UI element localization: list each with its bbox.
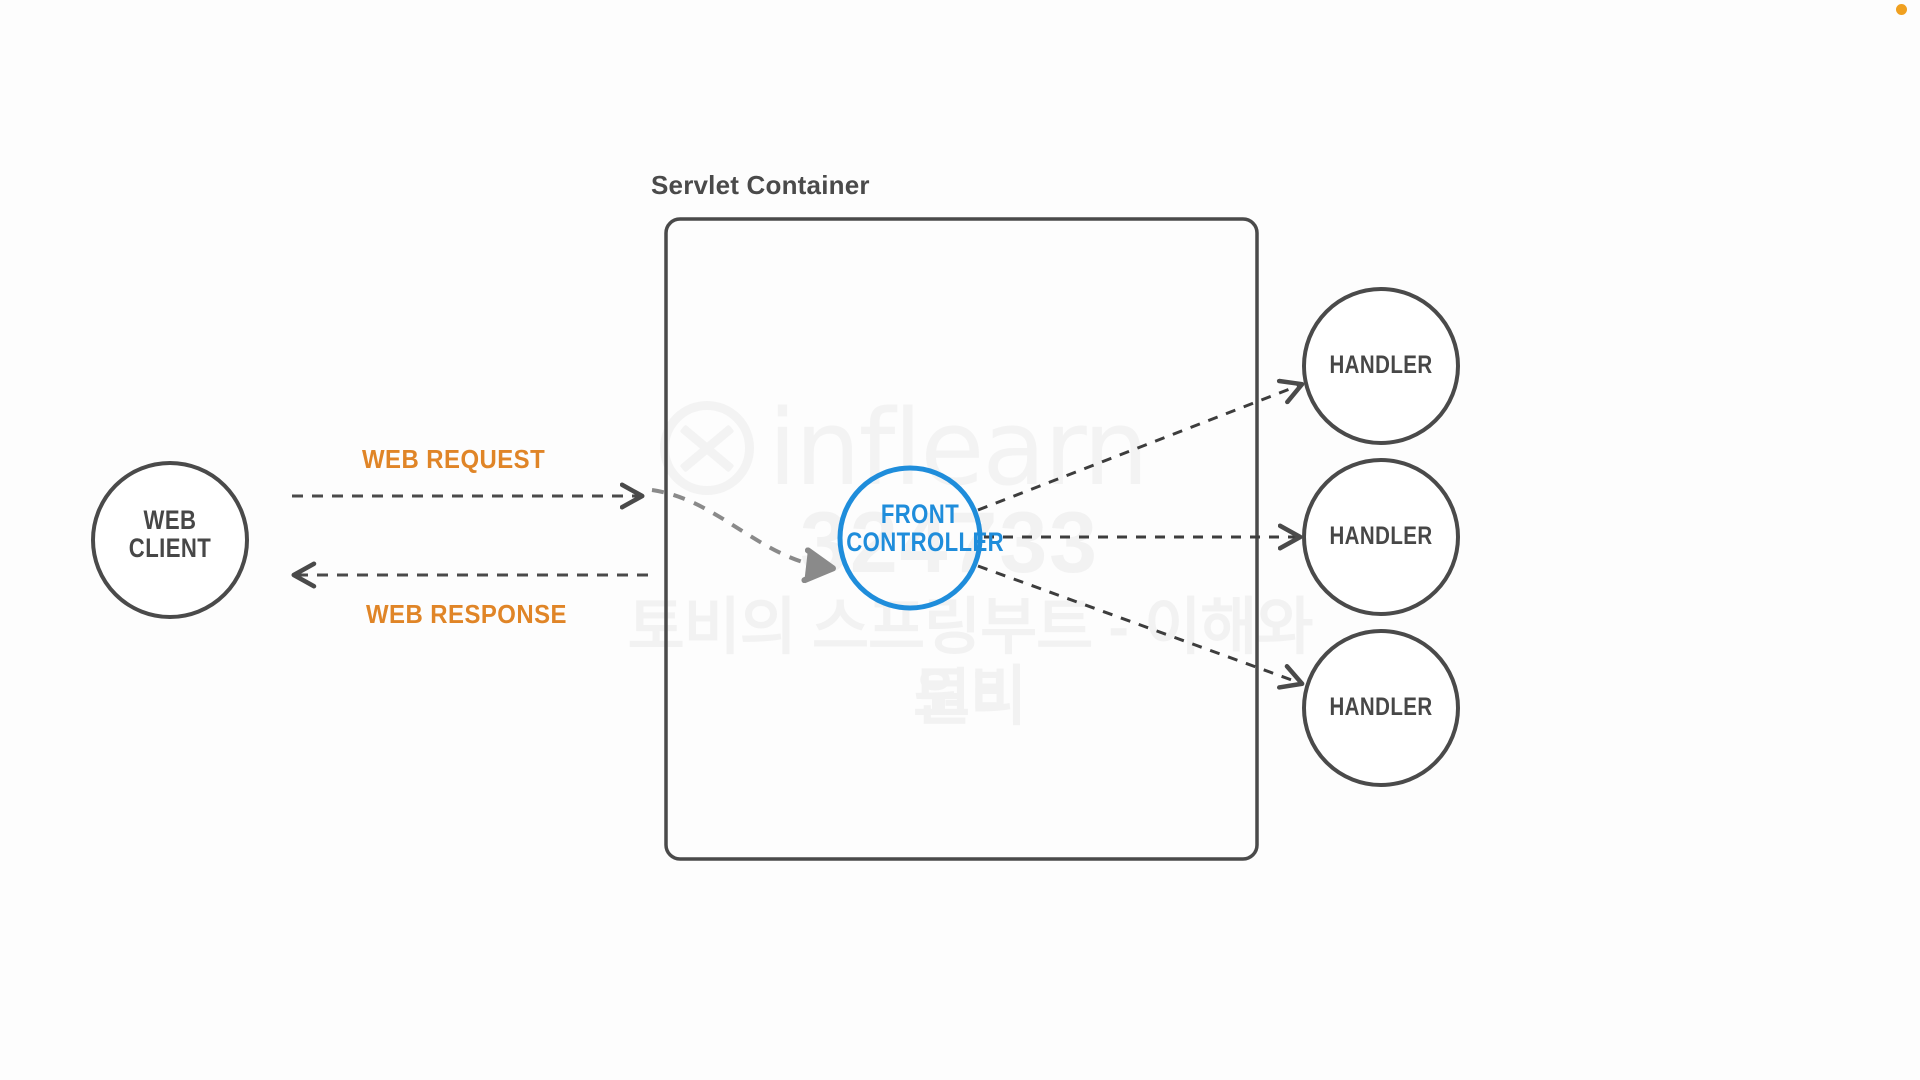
servlet-container-title: Servlet Container bbox=[651, 170, 870, 200]
edge-fc-to-handler-3 bbox=[977, 564, 1305, 690]
edge-container-to-front-controller bbox=[651, 488, 836, 584]
front-controller-circle bbox=[837, 465, 983, 611]
edge-fc-to-handler-1 bbox=[977, 378, 1305, 512]
corner-marker-dot bbox=[1896, 4, 1907, 15]
web-request-label: WEB REQUEST bbox=[362, 444, 546, 474]
web-response-label: WEB RESPONSE bbox=[366, 599, 567, 629]
handler-1-circle bbox=[1302, 287, 1460, 445]
web-client-circle bbox=[91, 461, 249, 619]
servlet-container-box bbox=[664, 217, 1259, 861]
handler-2-circle bbox=[1302, 458, 1460, 616]
handler-3-circle bbox=[1302, 629, 1460, 787]
